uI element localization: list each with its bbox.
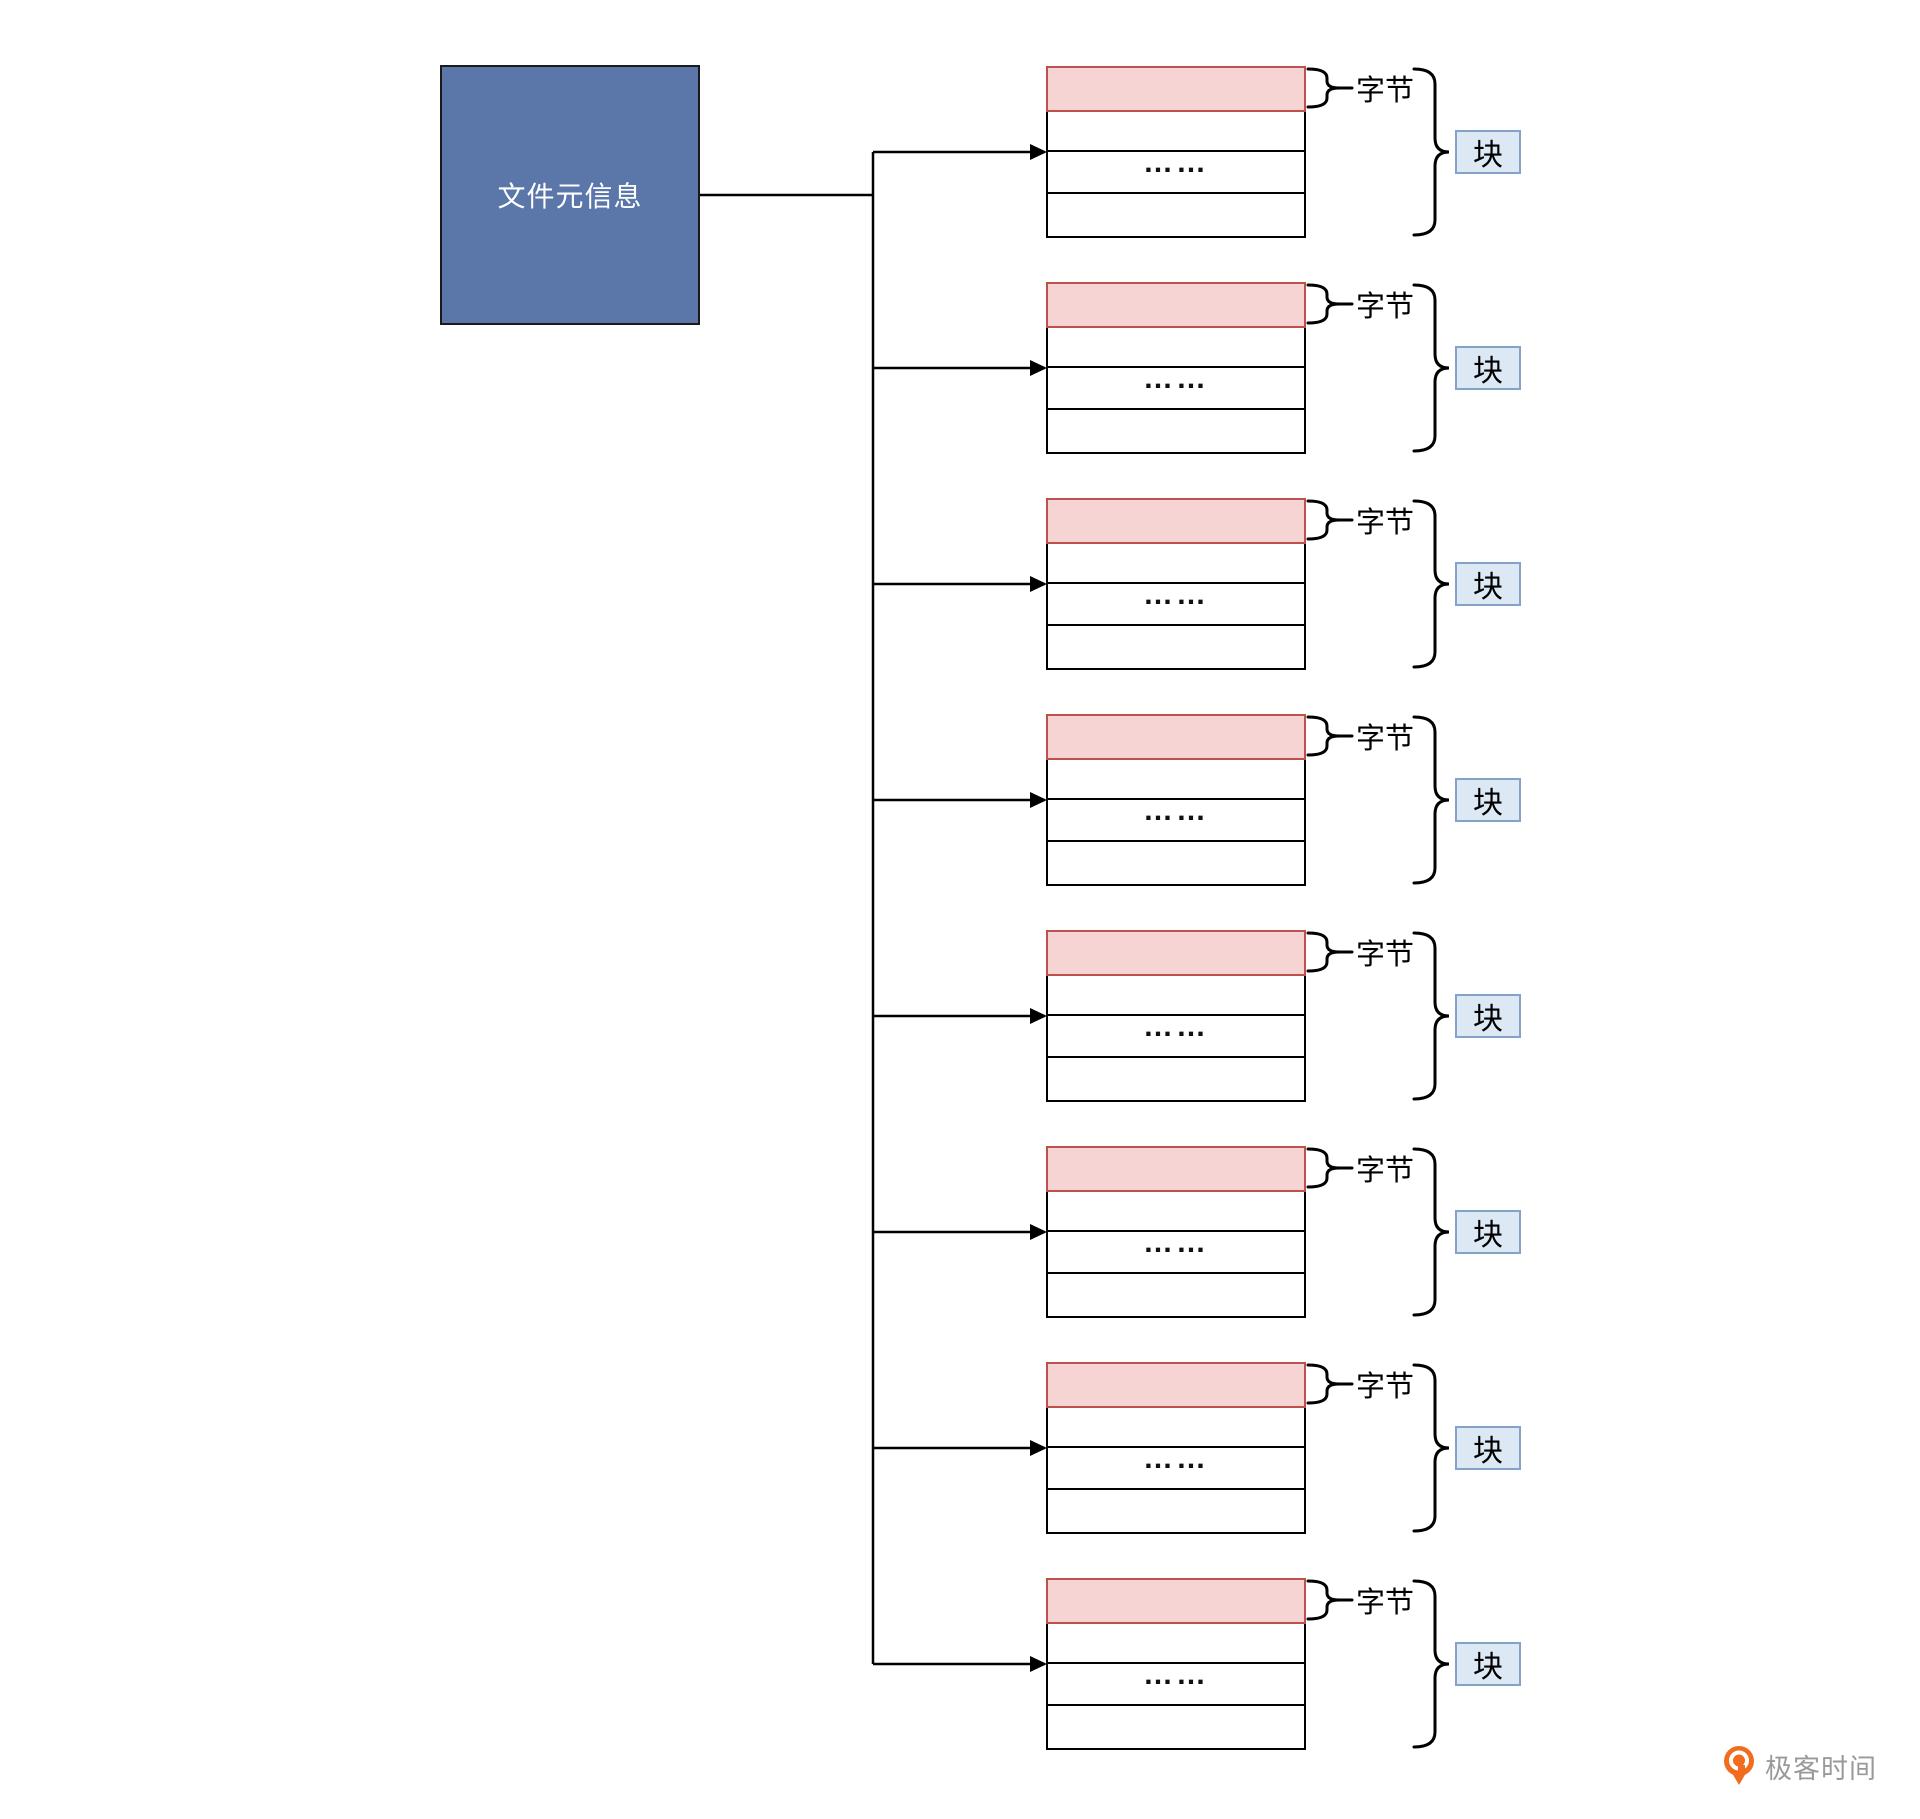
ellipsis-text: ……	[1143, 1442, 1209, 1475]
byte-brace-icon	[1306, 715, 1354, 757]
arrowhead-icon	[1030, 1008, 1047, 1024]
byte-row	[1048, 1190, 1304, 1232]
ellipsis-text: ……	[1143, 794, 1209, 827]
block-chip: 块	[1455, 130, 1521, 174]
block-brace-icon	[1412, 67, 1450, 237]
block-chip: 块	[1455, 994, 1521, 1038]
brand-footer: 极客时间	[1720, 1744, 1877, 1788]
byte-row-ellipsis: ……	[1048, 1658, 1304, 1706]
arrowhead-icon	[1030, 576, 1047, 592]
byte-brace-icon	[1306, 1363, 1354, 1405]
byte-row-highlight	[1046, 1362, 1306, 1408]
block-chip: 块	[1455, 1210, 1521, 1254]
byte-row-highlight	[1046, 714, 1306, 760]
byte-label: 字节	[1356, 291, 1415, 323]
byte-brace-icon	[1306, 1579, 1354, 1621]
byte-row	[1048, 1058, 1304, 1100]
byte-row	[1048, 1490, 1304, 1532]
ellipsis-text: ……	[1143, 146, 1209, 179]
byte-label: 字节	[1356, 723, 1415, 755]
block-group: …… 字节 块	[1046, 498, 1536, 674]
arrowhead-icon	[1030, 360, 1047, 376]
brand-text: 极客时间	[1765, 1753, 1877, 1784]
block-chip: 块	[1455, 1426, 1521, 1470]
byte-row-ellipsis: ……	[1048, 578, 1304, 626]
byte-row	[1048, 1406, 1304, 1448]
byte-row-ellipsis: ……	[1048, 1226, 1304, 1274]
arrowhead-icon	[1030, 1440, 1047, 1456]
block-group: …… 字节 块	[1046, 1146, 1536, 1322]
block-group: …… 字节 块	[1046, 1362, 1536, 1538]
block-chip: 块	[1455, 1642, 1521, 1686]
block-brace-icon	[1412, 1363, 1450, 1533]
byte-brace-icon	[1306, 67, 1354, 109]
byte-row	[1048, 194, 1304, 236]
byte-row-highlight	[1046, 282, 1306, 328]
byte-brace-icon	[1306, 283, 1354, 325]
byte-row-ellipsis: ……	[1048, 1010, 1304, 1058]
byte-row	[1048, 1274, 1304, 1316]
ellipsis-text: ……	[1143, 1226, 1209, 1259]
block-chip: 块	[1455, 562, 1521, 606]
byte-label: 字节	[1356, 1587, 1415, 1619]
block-chip: 块	[1455, 346, 1521, 390]
byte-row	[1048, 1706, 1304, 1748]
byte-row	[1048, 410, 1304, 452]
byte-row-ellipsis: ……	[1048, 362, 1304, 410]
byte-label: 字节	[1356, 939, 1415, 971]
block-group: …… 字节 块	[1046, 66, 1536, 242]
block-chip: 块	[1455, 778, 1521, 822]
arrowhead-icon	[1030, 1224, 1047, 1240]
block-group: …… 字节 块	[1046, 1578, 1536, 1754]
byte-label: 字节	[1356, 507, 1415, 539]
byte-row-highlight	[1046, 66, 1306, 112]
block-brace-icon	[1412, 283, 1450, 453]
byte-row-highlight	[1046, 1146, 1306, 1192]
byte-row-ellipsis: ……	[1048, 1442, 1304, 1490]
byte-row-highlight	[1046, 498, 1306, 544]
ellipsis-text: ……	[1143, 362, 1209, 395]
byte-brace-icon	[1306, 499, 1354, 541]
block-brace-icon	[1412, 1147, 1450, 1317]
arrowhead-icon	[1030, 792, 1047, 808]
ellipsis-text: ……	[1143, 578, 1209, 611]
byte-row	[1048, 842, 1304, 884]
byte-row	[1048, 974, 1304, 1016]
byte-label: 字节	[1356, 1371, 1415, 1403]
block-brace-icon	[1412, 1579, 1450, 1749]
byte-row-ellipsis: ……	[1048, 794, 1304, 842]
block-brace-icon	[1412, 499, 1450, 669]
file-meta-label: 文件元信息	[497, 181, 643, 212]
byte-label: 字节	[1356, 75, 1415, 107]
block-brace-icon	[1412, 931, 1450, 1101]
file-meta-box: 文件元信息	[440, 65, 700, 325]
block-group: …… 字节 块	[1046, 930, 1536, 1106]
block-group: …… 字节 块	[1046, 282, 1536, 458]
byte-row	[1048, 326, 1304, 368]
byte-label: 字节	[1356, 1155, 1415, 1187]
ellipsis-text: ……	[1143, 1658, 1209, 1691]
byte-row	[1048, 758, 1304, 800]
ellipsis-text: ……	[1143, 1010, 1209, 1043]
block-group: …… 字节 块	[1046, 714, 1536, 890]
byte-brace-icon	[1306, 1147, 1354, 1189]
byte-row	[1048, 1622, 1304, 1664]
geektime-pin-icon	[1724, 1746, 1754, 1785]
byte-row-ellipsis: ……	[1048, 146, 1304, 194]
arrowhead-icon	[1030, 144, 1047, 160]
byte-row-highlight	[1046, 1578, 1306, 1624]
byte-row-highlight	[1046, 930, 1306, 976]
block-brace-icon	[1412, 715, 1450, 885]
byte-row	[1048, 542, 1304, 584]
byte-row	[1048, 626, 1304, 668]
byte-row	[1048, 110, 1304, 152]
byte-brace-icon	[1306, 931, 1354, 973]
arrowhead-icon	[1030, 1656, 1047, 1672]
